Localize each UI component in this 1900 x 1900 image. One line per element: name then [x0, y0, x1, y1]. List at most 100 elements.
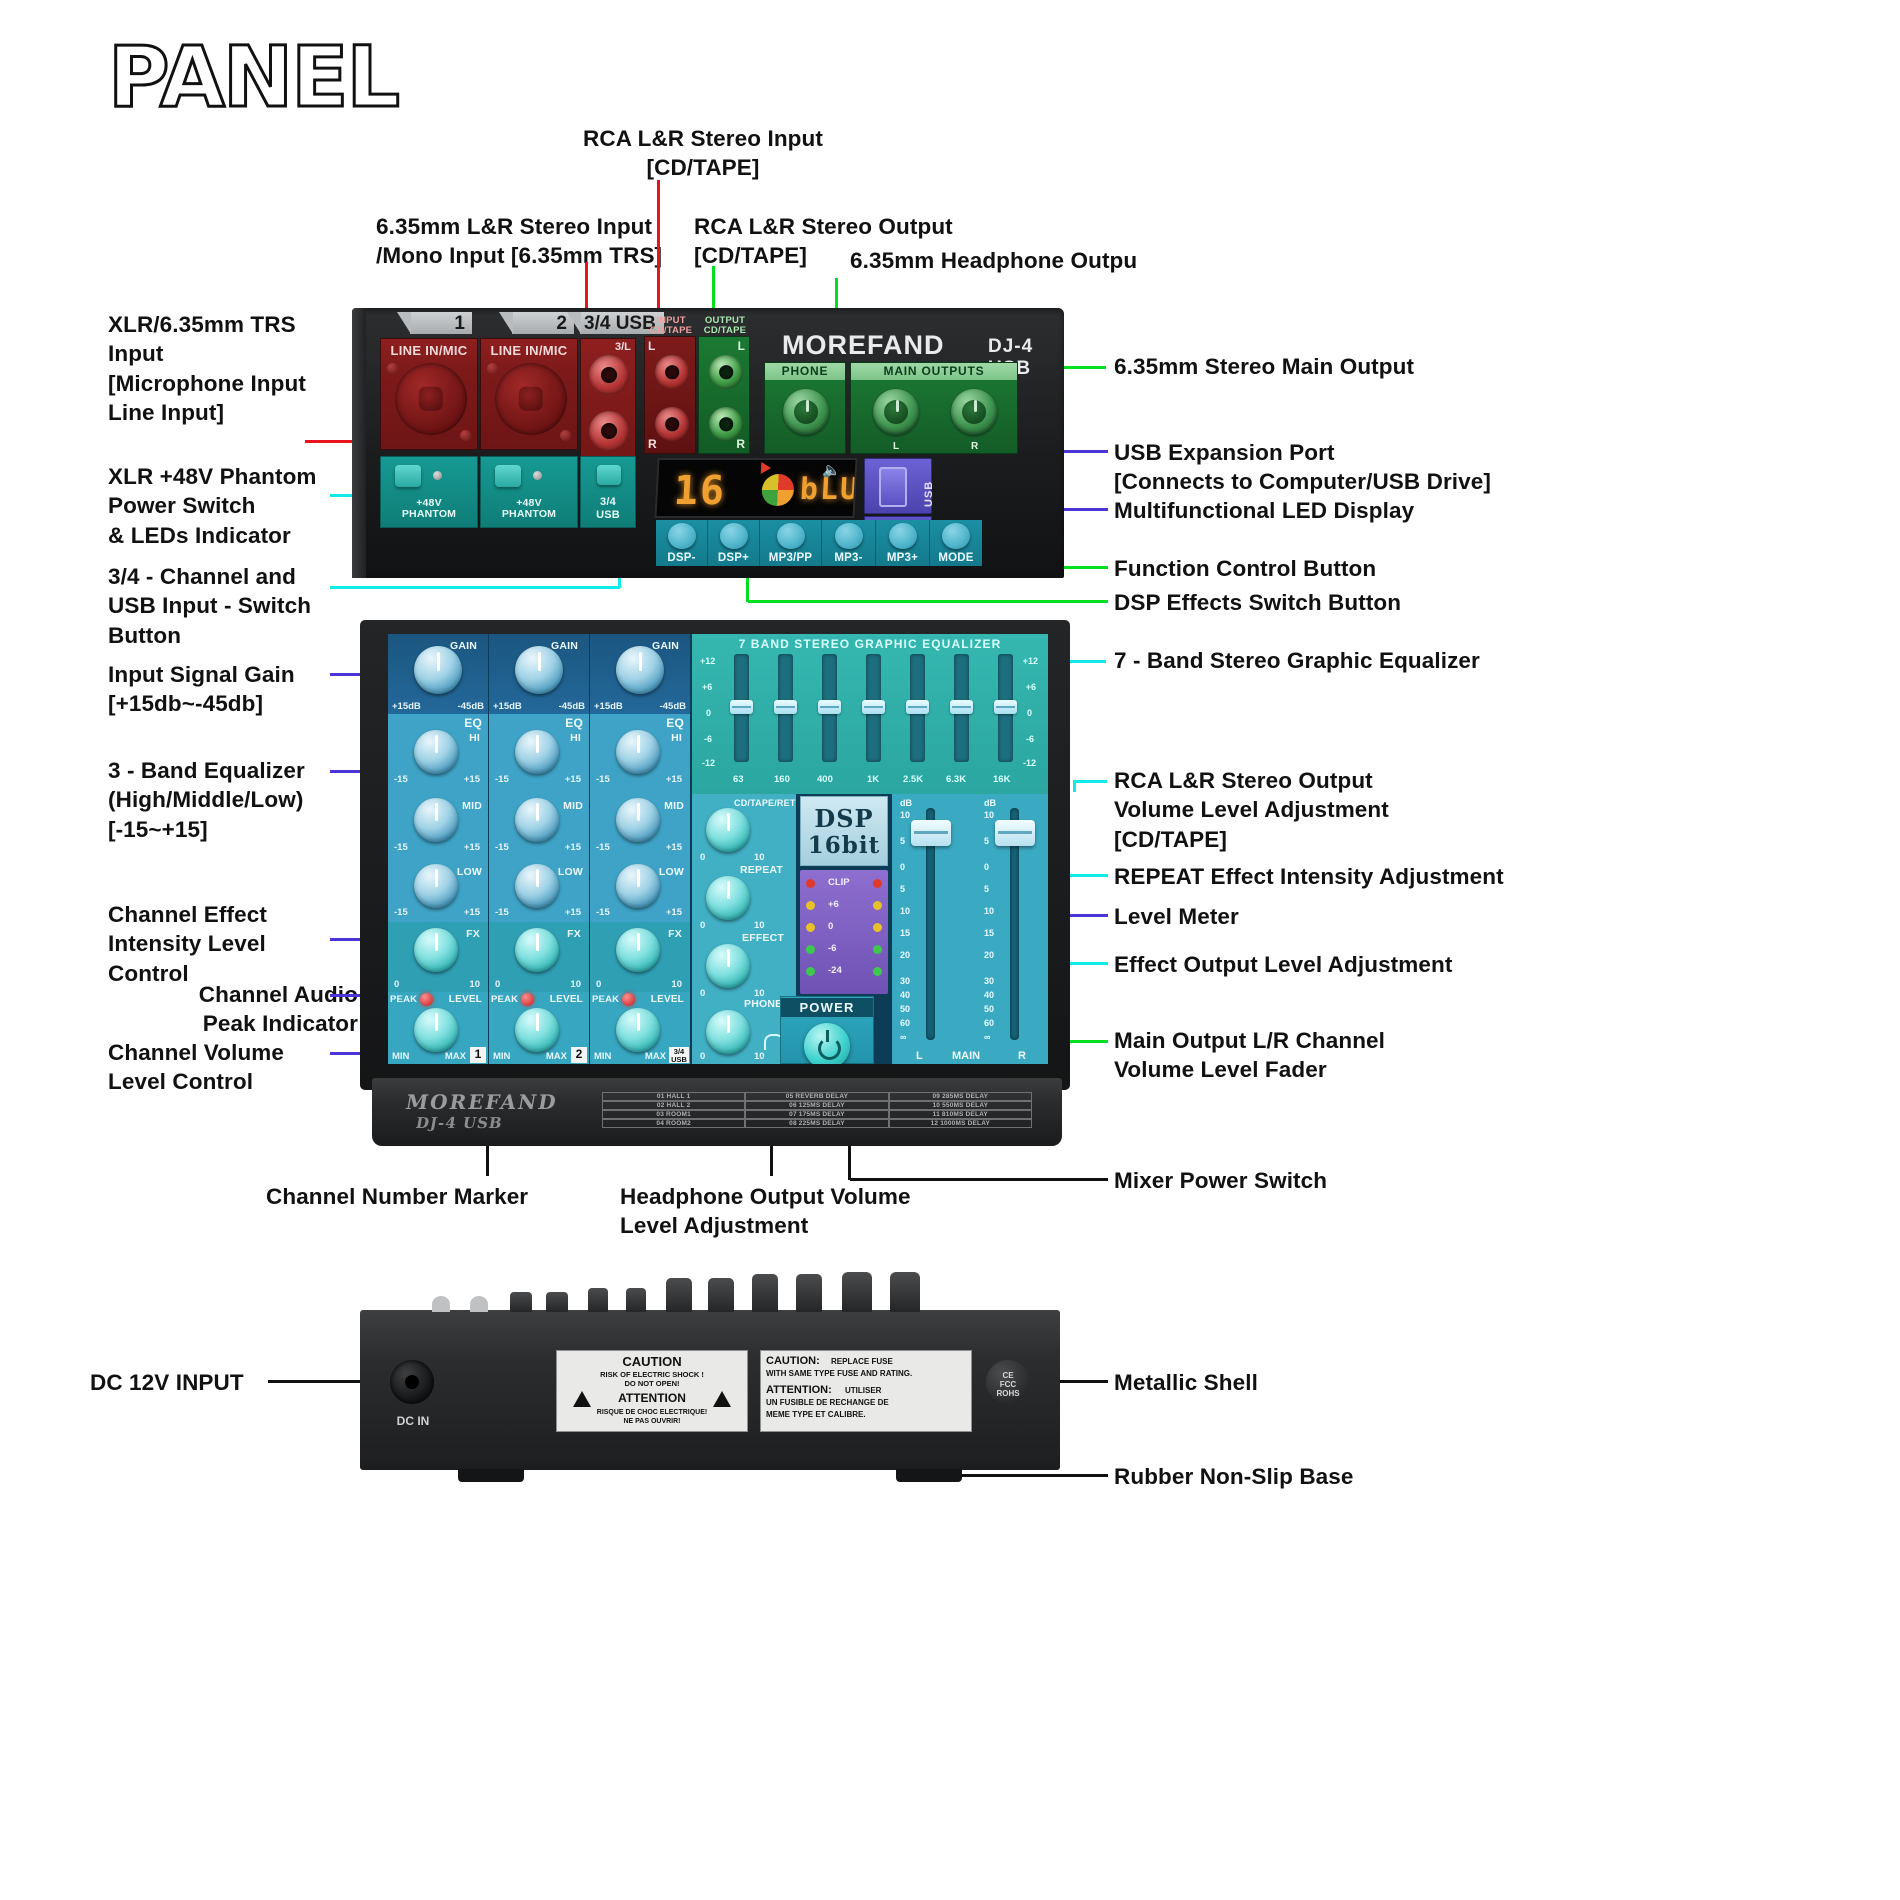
- eq-low-knob-1[interactable]: [414, 864, 458, 908]
- led-pie-icon: [761, 474, 795, 506]
- certification-text: CE FCC ROHS: [996, 1371, 1020, 1399]
- geq-fader-1[interactable]: [730, 700, 753, 714]
- usb-switch-button[interactable]: [597, 465, 621, 485]
- geq-fader-5[interactable]: [906, 700, 929, 714]
- callout-phantom-power: XLR +48V Phantom Power Switch & LEDs Ind…: [108, 464, 317, 548]
- dc-power-jack[interactable]: [390, 1360, 434, 1404]
- gain-knob-34[interactable]: [616, 646, 664, 694]
- screw-icon: [387, 363, 398, 374]
- eq-hi-knob-2[interactable]: [515, 730, 559, 774]
- trs-jack-4r[interactable]: [589, 411, 629, 451]
- level-knob-1[interactable]: [414, 1008, 458, 1052]
- rca-output-r[interactable]: [709, 407, 743, 441]
- button-mp3-pp[interactable]: MP3/PP: [760, 520, 822, 566]
- function-button-row: DSP- DSP+ MP3/PP MP3- MP3+ MODE: [656, 520, 982, 566]
- mixer-power-switch[interactable]: POWER: [780, 996, 874, 1064]
- phone-volume-knob[interactable]: [706, 1010, 750, 1054]
- fader-cap-r[interactable]: [995, 820, 1035, 846]
- fuse-caution-l1: REPLACE FUSE: [831, 1357, 893, 1366]
- callout-mixer-power-switch: Mixer Power Switch: [1114, 1168, 1328, 1193]
- fx-knob-34[interactable]: [616, 928, 660, 972]
- eq-mid-knob-1[interactable]: [414, 798, 458, 842]
- geq-fader-2[interactable]: [774, 700, 797, 714]
- eq-hi-max-1: +15: [463, 774, 480, 785]
- level-zone-2: PEAK LEVEL MIN MAX 2: [489, 992, 589, 1064]
- power-knob[interactable]: [804, 1023, 850, 1064]
- geq-fader-6[interactable]: [950, 700, 973, 714]
- button-mp3-minus[interactable]: MP3-: [822, 520, 876, 566]
- level-knob-34[interactable]: [616, 1008, 660, 1052]
- dsp-preset-table: 01 HALL 1 05 REVERB DELAY 09 285MS DELAY…: [602, 1092, 1032, 1128]
- main-output-l-jack[interactable]: [873, 389, 919, 435]
- fader-scale-r-11: ∞: [984, 1032, 991, 1042]
- cd-tape-label: CD/TAPE/RET: [734, 798, 796, 808]
- cd-tape-knob[interactable]: [706, 808, 750, 852]
- attention-line2: NE PAS OUVRIR!: [623, 1418, 681, 1425]
- dsp-preset: 06 125MS DELAY: [745, 1101, 889, 1110]
- phantom-switch-1[interactable]: [395, 465, 421, 487]
- gain-knob-2[interactable]: [515, 646, 563, 694]
- callout-rca-stereo-input: RCA L&R Stereo Input [CD/TAPE]: [583, 126, 823, 181]
- trs-jack-3l[interactable]: [589, 355, 629, 395]
- rca-input-l[interactable]: [655, 355, 689, 389]
- eq-hi-knob-34[interactable]: [616, 730, 660, 774]
- button-mode[interactable]: MODE: [930, 520, 982, 566]
- eq-hi-knob-1[interactable]: [414, 730, 458, 774]
- callout-channel-volume: Channel Volume Level Control: [108, 1040, 285, 1095]
- phone-output-block[interactable]: PHONE: [764, 362, 846, 454]
- screw-icon: [560, 430, 571, 441]
- level-knob-2[interactable]: [515, 1008, 559, 1052]
- fx-knob-2[interactable]: [515, 928, 559, 972]
- eq-low-max-1: +15: [463, 907, 480, 918]
- main-outputs-block[interactable]: MAIN OUTPUTS L R: [850, 362, 1018, 454]
- callout-repeat-adjust: REPEAT Effect Intensity Adjustment: [1114, 864, 1504, 889]
- usb-expansion-port[interactable]: USB: [864, 458, 935, 514]
- eq-low-knob-34[interactable]: [616, 864, 660, 908]
- effect-knob[interactable]: [706, 944, 750, 988]
- dc-in-label: DC IN: [396, 1414, 430, 1428]
- callout-led-display: Multifunctional LED Display: [1114, 498, 1415, 523]
- phantom-switch-2[interactable]: [495, 465, 521, 487]
- xlr-jack-1-label: LINE IN/MIC: [390, 343, 468, 358]
- rca-output-l[interactable]: [709, 355, 743, 389]
- eq-low-knob-2[interactable]: [515, 864, 559, 908]
- mixer-console: GAIN +15dB -45dB EQ HI -15 +15 MID -15 +…: [388, 634, 1048, 1064]
- button-dsp-plus[interactable]: DSP+: [708, 520, 760, 566]
- rear-knob-7: [752, 1274, 778, 1312]
- geq-fader-3[interactable]: [818, 700, 841, 714]
- dsp-preset: 09 285MS DELAY: [888, 1092, 1032, 1101]
- fx-label-34: FX: [668, 928, 682, 940]
- trs-label-3l: 3/L: [615, 341, 631, 353]
- eq-mid-knob-34[interactable]: [616, 798, 660, 842]
- fx-knob-1[interactable]: [414, 928, 458, 972]
- channel-number-marker-2: 2: [571, 1047, 587, 1063]
- geq-fader-4[interactable]: [862, 700, 885, 714]
- fader-cap-l[interactable]: [911, 820, 951, 846]
- fx-min-2: 0: [495, 979, 501, 990]
- repeat-knob[interactable]: [706, 876, 750, 920]
- gain-knob-1[interactable]: [414, 646, 462, 694]
- xlr-jack-2[interactable]: LINE IN/MIC: [480, 338, 578, 450]
- xlr-ring-2: [495, 363, 567, 435]
- main-output-r-jack[interactable]: [951, 389, 997, 435]
- phone-jack[interactable]: [783, 389, 829, 435]
- fader-scale-r-3: 5: [984, 884, 990, 894]
- main-faders: dB dB 10 5 0 5 10 15 20 30 40 50 60 ∞ 10…: [892, 794, 1048, 1064]
- geq-fader-7[interactable]: [994, 700, 1017, 714]
- fader-scale-r-1: 5: [984, 836, 990, 846]
- eq-mid-max-1: +15: [463, 842, 480, 853]
- dsp-badge-line1: DSP: [814, 804, 874, 833]
- rca-output-caption: OUTPUT CD/TAPE: [703, 315, 747, 336]
- rca-input-block[interactable]: INPUT CD/TAPE L R: [644, 316, 696, 454]
- callout-usb-switch: 3/4 - Channel and USB Input - Switch But…: [108, 564, 312, 648]
- rca-input-r[interactable]: [655, 407, 689, 441]
- button-dsp-minus[interactable]: DSP-: [656, 520, 708, 566]
- callout-rca-stereo-output: RCA L&R Stereo Output [CD/TAPE]: [694, 214, 953, 269]
- rca-output-block[interactable]: OUTPUT CD/TAPE L R: [698, 316, 750, 454]
- button-mp3-plus[interactable]: MP3+: [876, 520, 930, 566]
- eq-mid-knob-2[interactable]: [515, 798, 559, 842]
- xlr-jack-1[interactable]: LINE IN/MIC: [380, 338, 478, 450]
